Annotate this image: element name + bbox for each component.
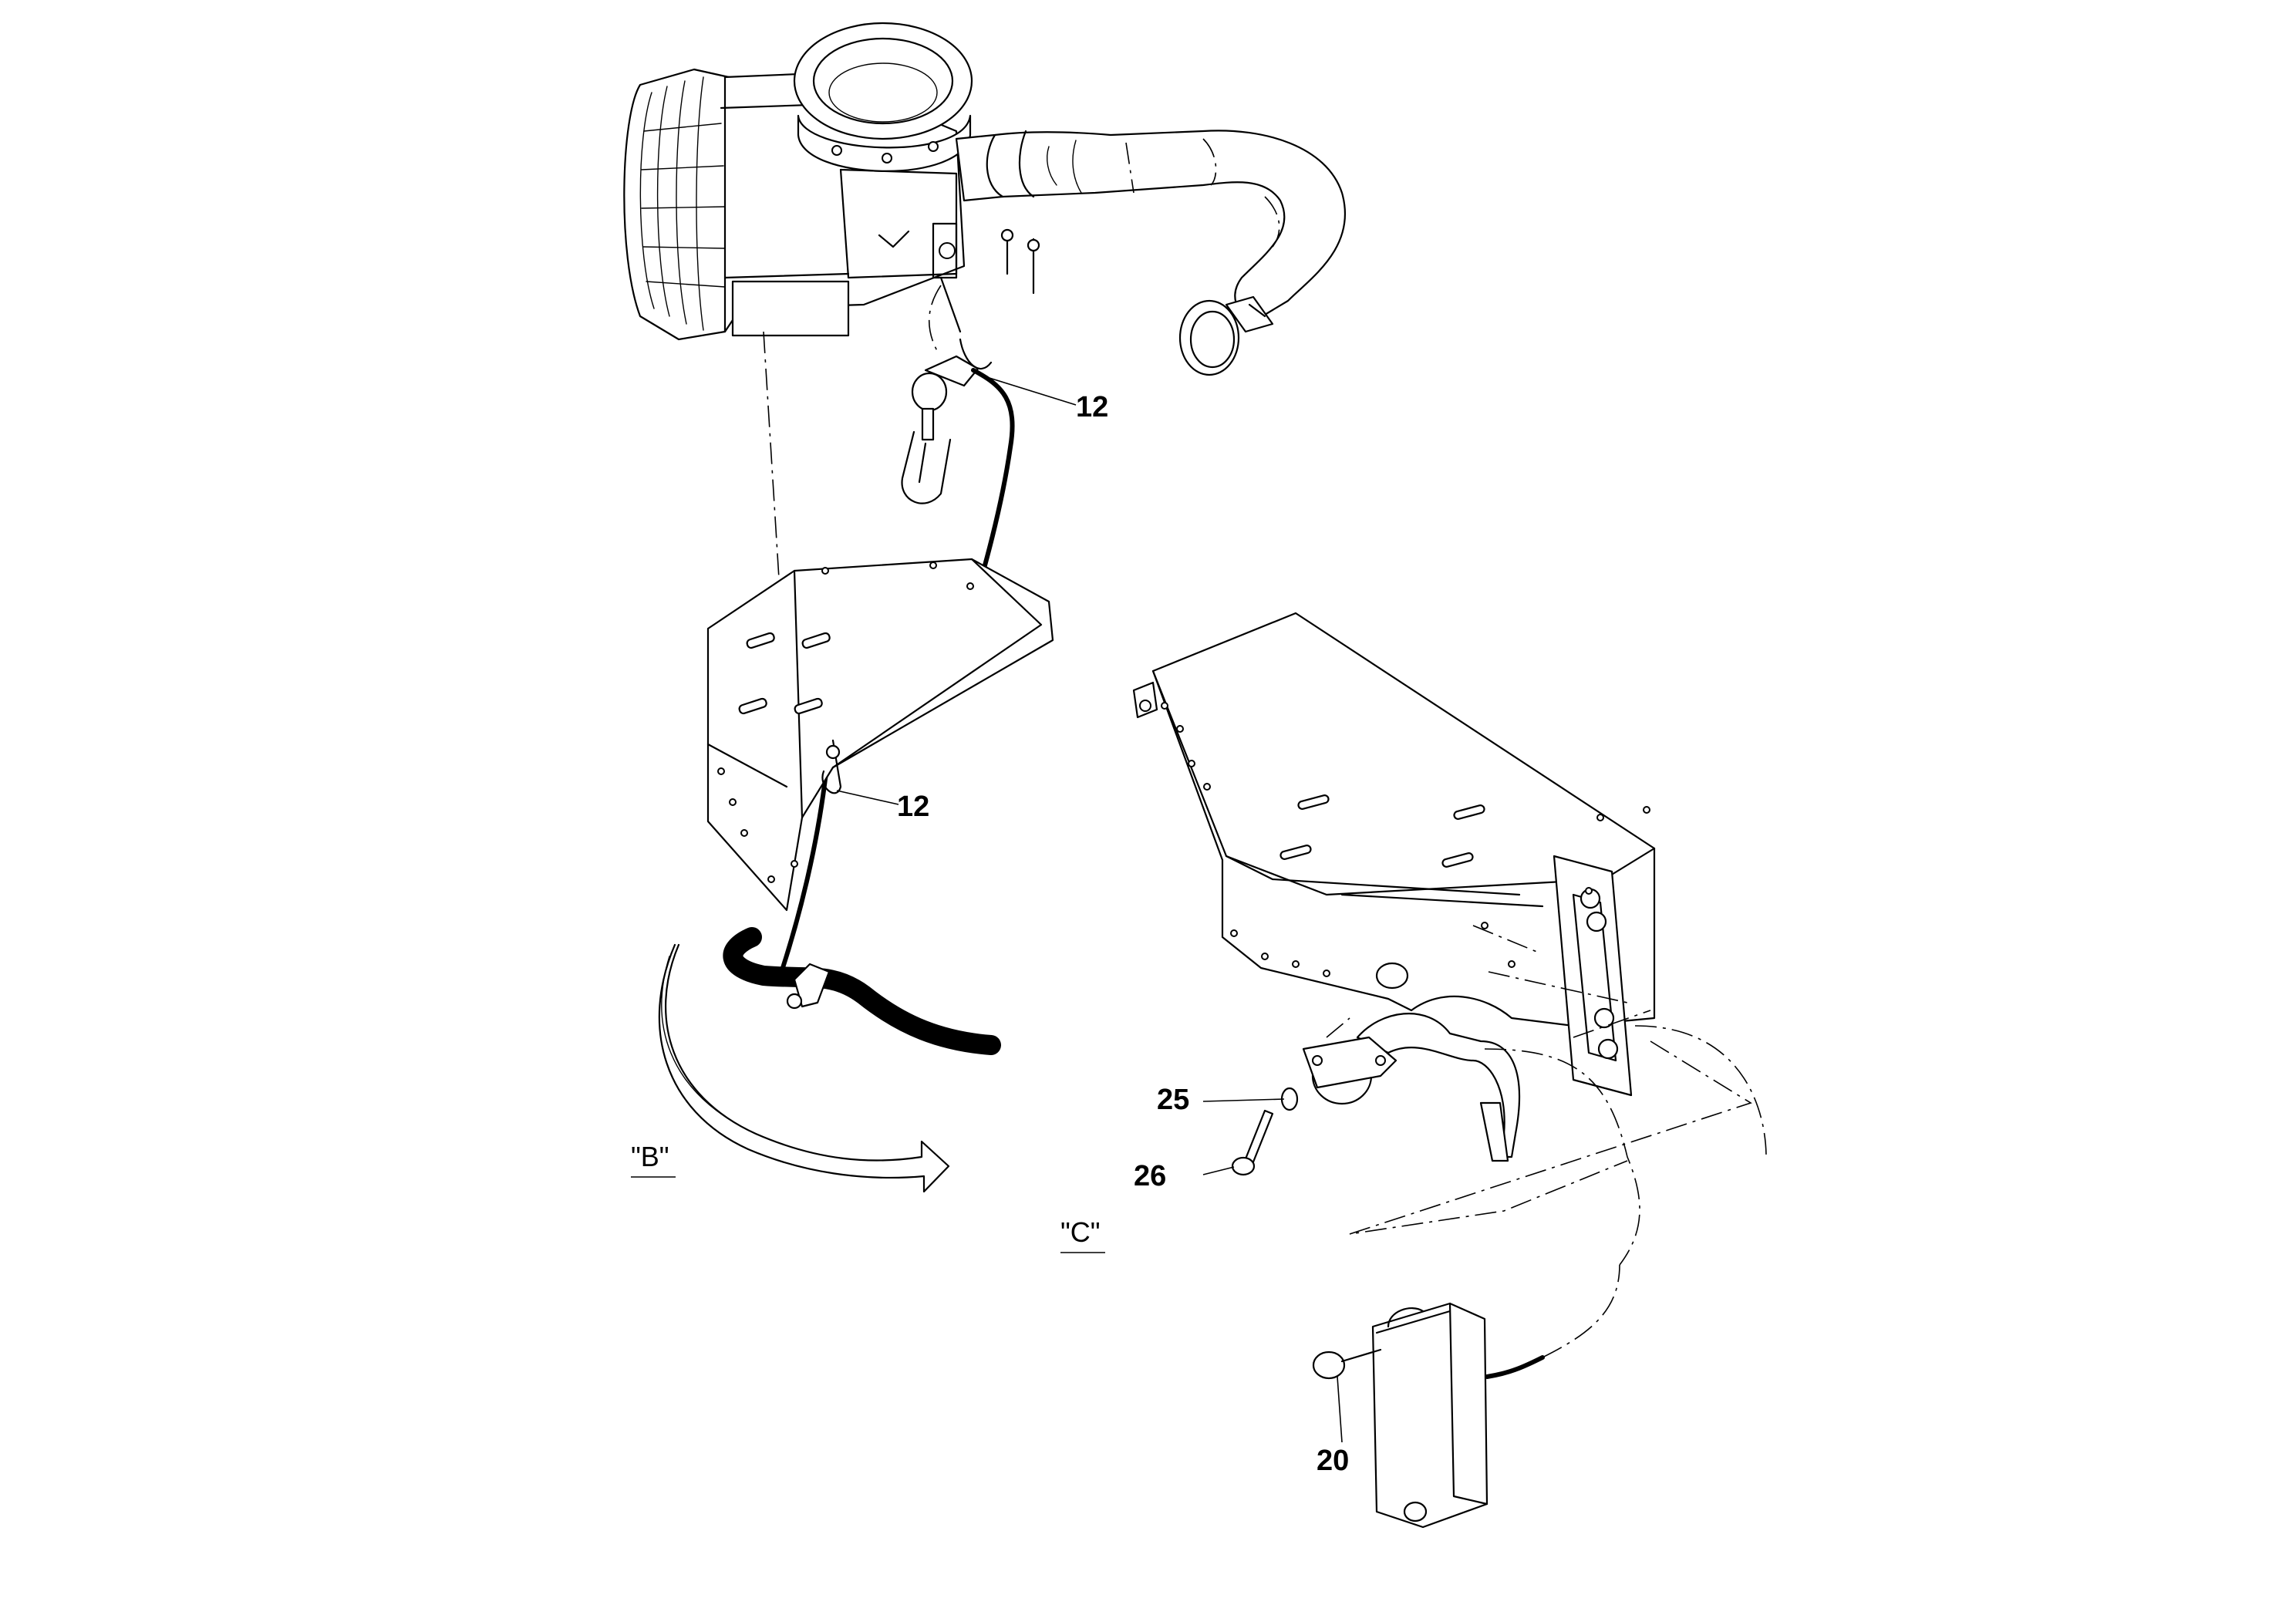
- callout-12-top: 12: [1076, 391, 1108, 423]
- callout-12-mid: 12: [897, 791, 929, 823]
- mounting-plate-c: [1132, 612, 1656, 1162]
- mounting-plate-b: [706, 558, 1054, 912]
- callout-26: 26: [1134, 1160, 1166, 1192]
- gasket-frame: [1553, 855, 1633, 1097]
- hose-b: [723, 927, 1001, 1055]
- screw-26: [1231, 1109, 1274, 1176]
- view-label-b: "B": [631, 1141, 669, 1172]
- sensor-c: [1302, 1036, 1397, 1105]
- sensor-bracket-top: [901, 276, 993, 504]
- callout-25: 25: [1157, 1084, 1189, 1116]
- rotate-arrow: [658, 943, 950, 1193]
- bolt-20: [1312, 1348, 1382, 1380]
- view-label-c: "C": [1060, 1216, 1101, 1248]
- callouts: 12 12 25 26 20 "B" "C": [631, 374, 1349, 1477]
- alignment-line-filter: [763, 331, 780, 579]
- air-filter-assembly: [623, 22, 1347, 376]
- callout-20: 20: [1317, 1445, 1349, 1477]
- control-unit: [1371, 1264, 1620, 1529]
